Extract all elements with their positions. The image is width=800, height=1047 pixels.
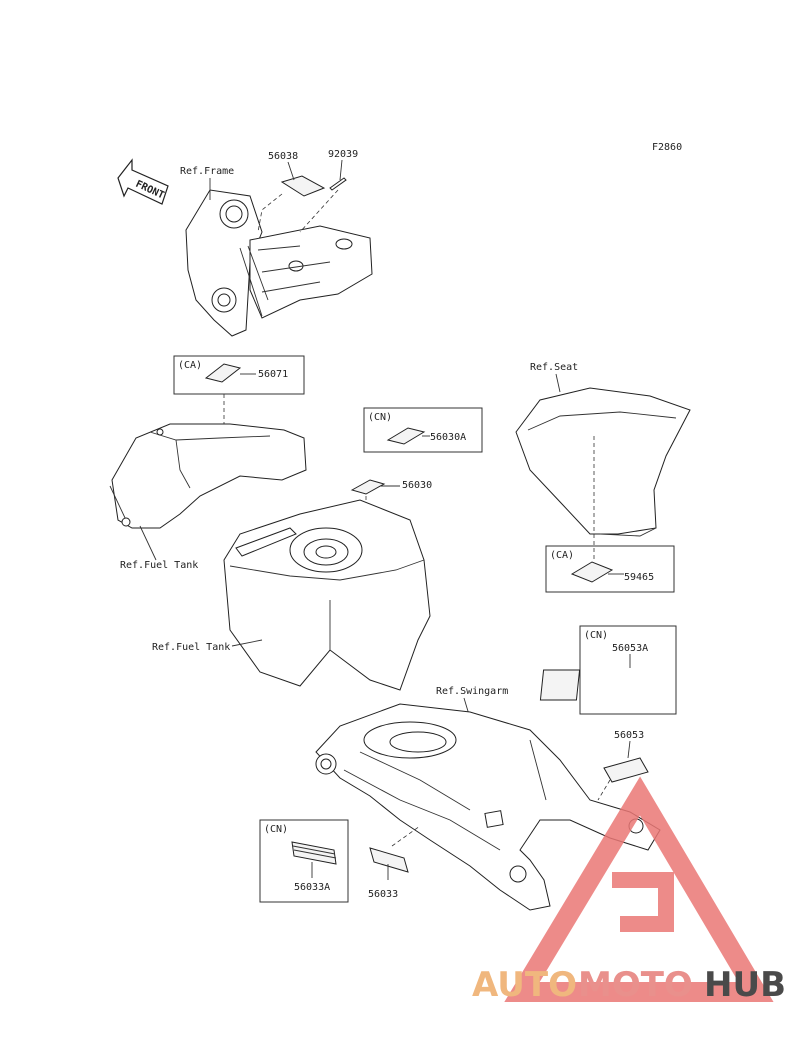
sticker-56030A bbox=[386, 427, 426, 445]
cn-tank-box bbox=[363, 407, 483, 453]
watermark-text: AUTO MOTO HUB bbox=[472, 965, 786, 1005]
cn-side-tag: (CN) bbox=[584, 630, 608, 641]
part-56030-label: 56030 bbox=[402, 480, 432, 491]
sticker-56071 bbox=[204, 363, 242, 383]
ref-swingarm-label: Ref.Swingarm bbox=[436, 686, 508, 697]
sticker-56033 bbox=[369, 847, 409, 873]
fuel-tank-drawing bbox=[223, 499, 431, 691]
part-56033A-label: 56033A bbox=[294, 882, 330, 893]
part-92039-label: 92039 bbox=[328, 149, 358, 160]
sticker-56033A bbox=[291, 841, 337, 865]
sticker-56053A bbox=[539, 669, 581, 701]
ref-fuel-tank-cover-label: Ref.Fuel Tank bbox=[120, 560, 198, 571]
part-56033-label: 56033 bbox=[368, 889, 398, 900]
sticker-56030 bbox=[350, 479, 386, 495]
watermark-auto: AUTO bbox=[472, 965, 577, 1005]
frame-drawing bbox=[185, 189, 373, 337]
ca-tank-box bbox=[173, 355, 305, 395]
ref-frame-label: Ref.Frame bbox=[180, 166, 234, 177]
figure-code: F2860 bbox=[652, 142, 682, 153]
part-56038-label: 56038 bbox=[268, 151, 298, 162]
part-56053A-label: 56053A bbox=[612, 643, 648, 654]
part-56071-label: 56071 bbox=[258, 369, 288, 380]
sticker-56038 bbox=[280, 175, 326, 197]
front-arrow-icon: FRONT bbox=[117, 158, 169, 205]
cn-swingarm-box bbox=[259, 819, 349, 903]
ref-fuel-tank-label: Ref.Fuel Tank bbox=[152, 642, 230, 653]
part-56053-label: 56053 bbox=[614, 730, 644, 741]
ca-tank-tag: (CA) bbox=[178, 360, 202, 371]
part-59465-label: 59465 bbox=[624, 572, 654, 583]
watermark-moto: MOTO bbox=[578, 965, 693, 1005]
sticker-59465 bbox=[570, 561, 614, 583]
clip-92039 bbox=[329, 177, 347, 191]
watermark-hub: HUB bbox=[704, 965, 786, 1005]
cn-swingarm-tag: (CN) bbox=[264, 824, 288, 835]
ref-seat-label: Ref.Seat bbox=[530, 362, 578, 373]
ca-seat-box bbox=[545, 545, 675, 593]
cn-tank-tag: (CN) bbox=[368, 412, 392, 423]
watermark-logo-icon bbox=[504, 776, 774, 1002]
swingarm-drawing bbox=[315, 703, 661, 911]
seat-drawing bbox=[515, 387, 691, 537]
sticker-56053 bbox=[603, 757, 649, 783]
ca-seat-tag: (CA) bbox=[550, 550, 574, 561]
fuel-tank-cover-drawing bbox=[109, 423, 307, 529]
part-56030A-label: 56030A bbox=[430, 432, 466, 443]
